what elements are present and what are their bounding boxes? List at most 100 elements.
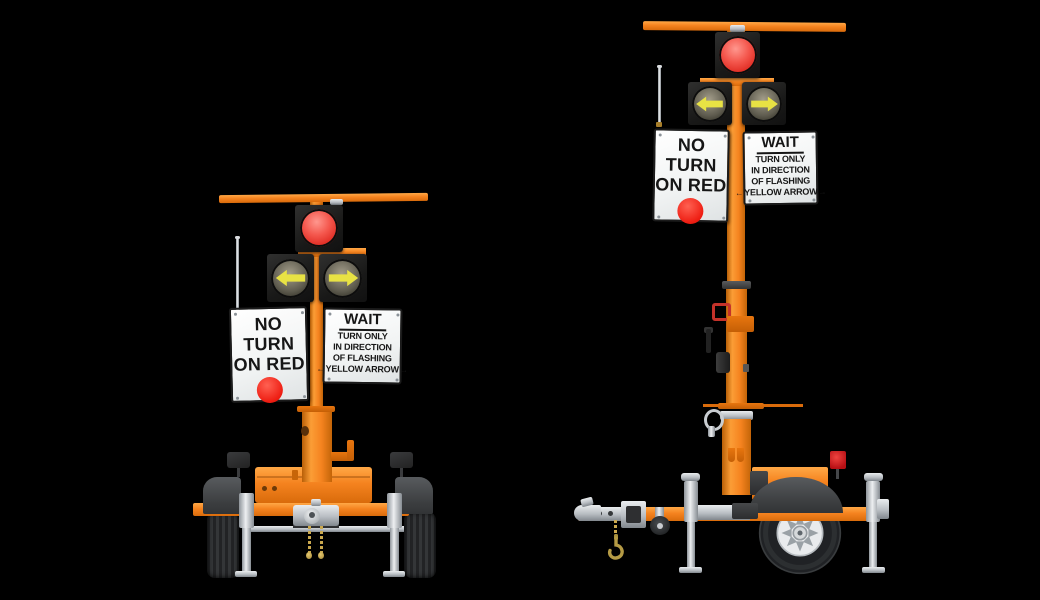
- marker-light-stem-right: [400, 468, 403, 477]
- winch-crank-arm: [706, 329, 711, 353]
- sign-line: ON RED: [655, 174, 727, 196]
- winch-bolt: [743, 364, 749, 372]
- red-signal-housing: [715, 32, 760, 78]
- traffic-signal-trailer-front-view: NO TURN ON RED WAIT TURN ONLY IN DIRECTI…: [0, 0, 520, 600]
- sign-title: WAIT: [756, 134, 805, 155]
- axle-cross-member: [242, 526, 404, 532]
- mast-base-hole: [301, 426, 309, 436]
- marker-light-stem-left: [237, 468, 240, 477]
- battery-box-vent: [262, 486, 267, 491]
- rear-jack-foot: [862, 567, 885, 573]
- mast-flange: [297, 406, 335, 412]
- small-right-arrow-icon: →: [399, 365, 408, 375]
- red-dot-icon: [677, 197, 704, 225]
- sign-line: TURN: [243, 333, 295, 355]
- signal-crossarm: [700, 78, 774, 86]
- sign-line: YELLOW ARROW: [325, 363, 399, 375]
- sign-bracket-edge: [703, 404, 719, 407]
- signal-crossarm: [298, 248, 366, 257]
- antenna-base: [656, 122, 662, 127]
- winch-post-center: [626, 506, 641, 523]
- left-arrow-icon: [696, 96, 723, 112]
- coupler-latch: [311, 499, 321, 506]
- sign-line: ON RED: [233, 353, 306, 375]
- chain-hook-left: [306, 552, 312, 559]
- jack-foot-left: [235, 571, 257, 577]
- sign-bracket-edge: [763, 404, 803, 407]
- marker-light-left: [227, 452, 250, 468]
- beam-clamp: [732, 503, 758, 519]
- safety-chain-right: [320, 526, 323, 553]
- rear-jack-crank: [864, 473, 883, 481]
- right-arrow-icon: [751, 96, 778, 112]
- winch-bracket: [727, 316, 754, 332]
- mast-base-column: [302, 412, 332, 482]
- wheel-left: [207, 512, 239, 578]
- mast-flange: [718, 403, 764, 409]
- traffic-signal-trailer-side-view: NO TURN ON RED WAIT TURN ONLY IN DIRECTI…: [520, 0, 1040, 600]
- mast-collar: [722, 281, 751, 289]
- lift-bracket-arm: [331, 452, 349, 461]
- jack-stand-left-outer: [239, 493, 254, 528]
- safety-chain-left: [308, 526, 311, 553]
- sign-line: NO: [254, 313, 283, 335]
- wheel-right: [404, 512, 436, 578]
- tow-hook: [607, 534, 624, 560]
- red-signal-lens: [719, 36, 757, 74]
- solar-panel-mount: [330, 199, 343, 205]
- jack-stand-right-rod: [390, 528, 399, 572]
- jack-stand-left-rod: [242, 528, 251, 572]
- base-collar: [720, 411, 753, 420]
- solar-panel-bar: [218, 192, 429, 204]
- hitch-coupler: [574, 505, 601, 521]
- fender-left: [203, 477, 241, 514]
- rear-marker-light: [830, 451, 846, 469]
- red-dot-icon: [256, 376, 284, 404]
- small-right-arrow-icon: →: [818, 187, 827, 197]
- release-handle: [712, 303, 731, 321]
- front-jack-rod: [687, 522, 695, 568]
- sign-line: TURN: [665, 154, 717, 176]
- battery-box-latch: [292, 470, 298, 480]
- left-arrow-signal-housing: [267, 254, 314, 302]
- rear-jack-outer: [866, 481, 880, 522]
- mast-base-column: [722, 419, 751, 495]
- rear-jack-rod: [869, 522, 877, 568]
- left-arrow-icon: [275, 269, 306, 287]
- antenna-tip: [235, 236, 240, 239]
- sign-title: WAIT: [338, 311, 387, 332]
- no-turn-on-red-sign: NO TURN ON RED: [652, 128, 730, 225]
- right-arrow-icon: [328, 269, 359, 287]
- jack-foot-right: [383, 571, 405, 577]
- sign-line: YELLOW ARROW: [744, 186, 818, 198]
- red-signal-housing: [295, 205, 343, 252]
- rear-jack-clamp: [877, 499, 889, 519]
- antenna: [658, 67, 661, 125]
- solar-panel-mount: [730, 25, 745, 32]
- hook-chain: [614, 520, 617, 538]
- winch-drum: [716, 352, 730, 373]
- front-jack-outer: [684, 481, 698, 522]
- jack-stand-right-outer: [387, 493, 402, 528]
- marker-light-right: [390, 452, 413, 468]
- front-jack-crank: [681, 473, 700, 481]
- jockey-wheel-hub: [657, 523, 663, 529]
- front-jack-foot: [679, 567, 702, 573]
- lift-bracket-tip: [347, 440, 354, 461]
- battery-box-vent: [272, 486, 277, 491]
- red-signal-lens: [300, 209, 338, 247]
- tongue-hole: [608, 511, 613, 516]
- left-arrow-signal-housing: [688, 82, 732, 125]
- cable-hook: [737, 448, 744, 462]
- cable-hook: [728, 448, 735, 462]
- wait-sign: WAIT TURN ONLY IN DIRECTION OF FLASHING …: [316, 307, 408, 385]
- small-left-arrow-icon: ←: [316, 364, 325, 374]
- wait-sign: WAIT TURN ONLY IN DIRECTION OF FLASHING …: [735, 130, 827, 206]
- no-turn-on-red-sign: NO TURN ON RED: [228, 306, 310, 404]
- small-left-arrow-icon: ←: [735, 188, 744, 198]
- right-arrow-signal-housing: [742, 82, 786, 125]
- chain-hook-right: [318, 552, 324, 559]
- tow-coupler-pin: [309, 512, 315, 518]
- shackle-pin: [708, 426, 715, 437]
